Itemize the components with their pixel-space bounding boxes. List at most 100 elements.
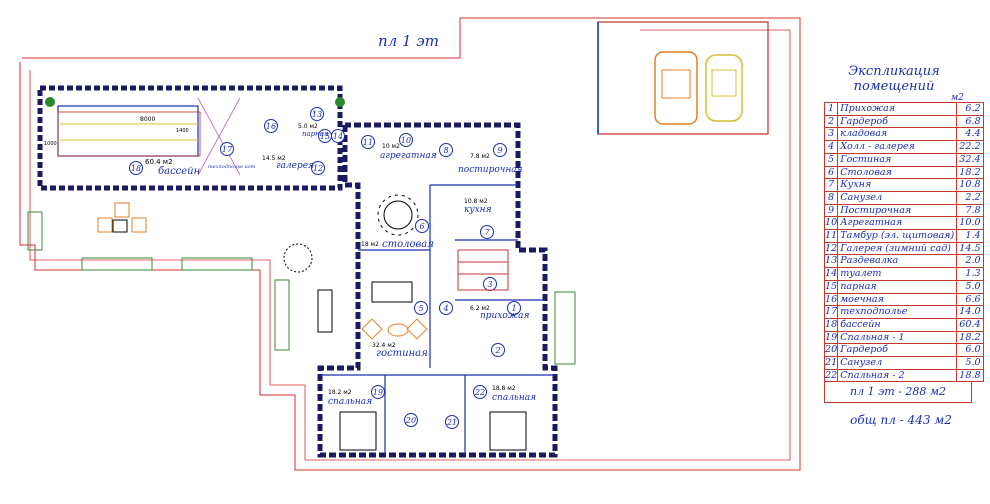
room-name: Санузел <box>837 356 958 370</box>
room-number: 12 <box>313 164 323 173</box>
room-n: 11 <box>823 229 839 243</box>
room-area: 6.6 <box>956 293 984 307</box>
room-area: 14.0 <box>956 305 984 319</box>
room-name: Столовая <box>837 166 958 180</box>
room-number: 22 <box>474 388 485 397</box>
room-name: Гардероб <box>837 343 958 358</box>
room-name: Постирочная <box>837 204 958 218</box>
room-number: 10 <box>401 136 411 145</box>
room-n: 2 <box>823 115 839 129</box>
room-number: 14 <box>333 132 343 141</box>
room-area: 6.8 <box>956 115 984 129</box>
room-number: 2 <box>494 346 500 355</box>
room-number: 1 <box>511 304 516 313</box>
room-number-circle <box>129 161 143 175</box>
room-number-circle <box>310 107 324 121</box>
room-name: Прихожая <box>837 102 958 116</box>
room-number-circle <box>493 143 507 157</box>
room-area: 4.4 <box>956 127 984 142</box>
room-number-circle <box>473 385 487 399</box>
living-area: 32.4 м2 <box>372 342 396 349</box>
room-number-circle <box>404 413 418 427</box>
room-name: техподполье <box>837 305 958 319</box>
generator-label: агрегатная <box>380 151 437 161</box>
room-n: 15 <box>823 280 839 294</box>
kitchen-area: 10.8 м2 <box>464 198 488 205</box>
room-number: 15 <box>320 132 330 141</box>
room-area: 7.8 <box>956 204 984 218</box>
room-n: 9 <box>823 204 839 218</box>
room-number: 5 <box>418 304 423 313</box>
gallery-label: галерея <box>276 161 314 171</box>
room-area: 6.2 <box>956 102 984 116</box>
room-number-circle <box>415 219 429 233</box>
room-name: кладовая <box>837 127 958 142</box>
room-name: моечная <box>837 293 958 307</box>
dining-area: 18 м2 <box>361 241 379 248</box>
room-number: 11 <box>363 138 373 147</box>
room-number-circle <box>439 143 453 157</box>
room-area: 32.4 <box>956 153 984 167</box>
room-area: 5.0 <box>956 280 984 294</box>
room-number: 4 <box>442 304 448 313</box>
room-name: Санузел <box>837 191 958 205</box>
dining-label: столовая <box>382 239 434 250</box>
room-area: 22.2 <box>956 140 984 154</box>
pool-label: бассейн <box>158 166 200 177</box>
room-number-circle <box>311 161 325 175</box>
room-area: 10.8 <box>956 178 984 192</box>
room-n: 12 <box>823 242 839 256</box>
room-number: 13 <box>312 110 322 119</box>
room-n: 14 <box>823 267 839 281</box>
room-name: Гардероб <box>837 115 958 129</box>
garage <box>597 21 769 135</box>
room-n: 3 <box>823 127 839 142</box>
room-number: 9 <box>497 146 502 155</box>
room-number: 7 <box>484 228 490 237</box>
room-n: 1 <box>823 102 839 116</box>
tech-floor-label: техподполье кот <box>208 164 256 170</box>
pool-area: 60.4 м2 <box>145 158 173 166</box>
room-name: Раздевалка <box>837 254 958 269</box>
room-number: 20 <box>405 416 416 425</box>
bedroom2-label: спальная <box>492 393 536 403</box>
pool-dim-long: 8000 <box>140 116 155 123</box>
room-area: 6.0 <box>956 343 984 358</box>
grand-total: общ пл - 443 м2 <box>850 413 952 428</box>
staircase <box>457 249 509 291</box>
floor-title: пл 1 эт <box>378 32 439 50</box>
bedroom1-label: спальная <box>328 397 372 407</box>
room-number: 19 <box>373 388 383 397</box>
room-area: 18.2 <box>956 331 984 345</box>
main-house <box>317 122 558 458</box>
room-n: 20 <box>823 343 839 358</box>
room-number-circle <box>220 142 234 156</box>
legend-title: Экспликация помещений <box>848 64 940 94</box>
room-area: 1.3 <box>956 267 984 281</box>
room-name: Спальная - 1 <box>837 331 958 345</box>
room-number: 21 <box>446 418 457 427</box>
pool-wing <box>37 85 345 191</box>
inner-boundary <box>29 29 791 461</box>
pool-dim-short2: 1400 <box>176 128 189 134</box>
room-number-circle <box>507 301 521 315</box>
room-number-circle <box>491 343 505 357</box>
room-area: 2.0 <box>956 254 984 269</box>
pool-dim-short1: 1000 <box>44 141 57 147</box>
